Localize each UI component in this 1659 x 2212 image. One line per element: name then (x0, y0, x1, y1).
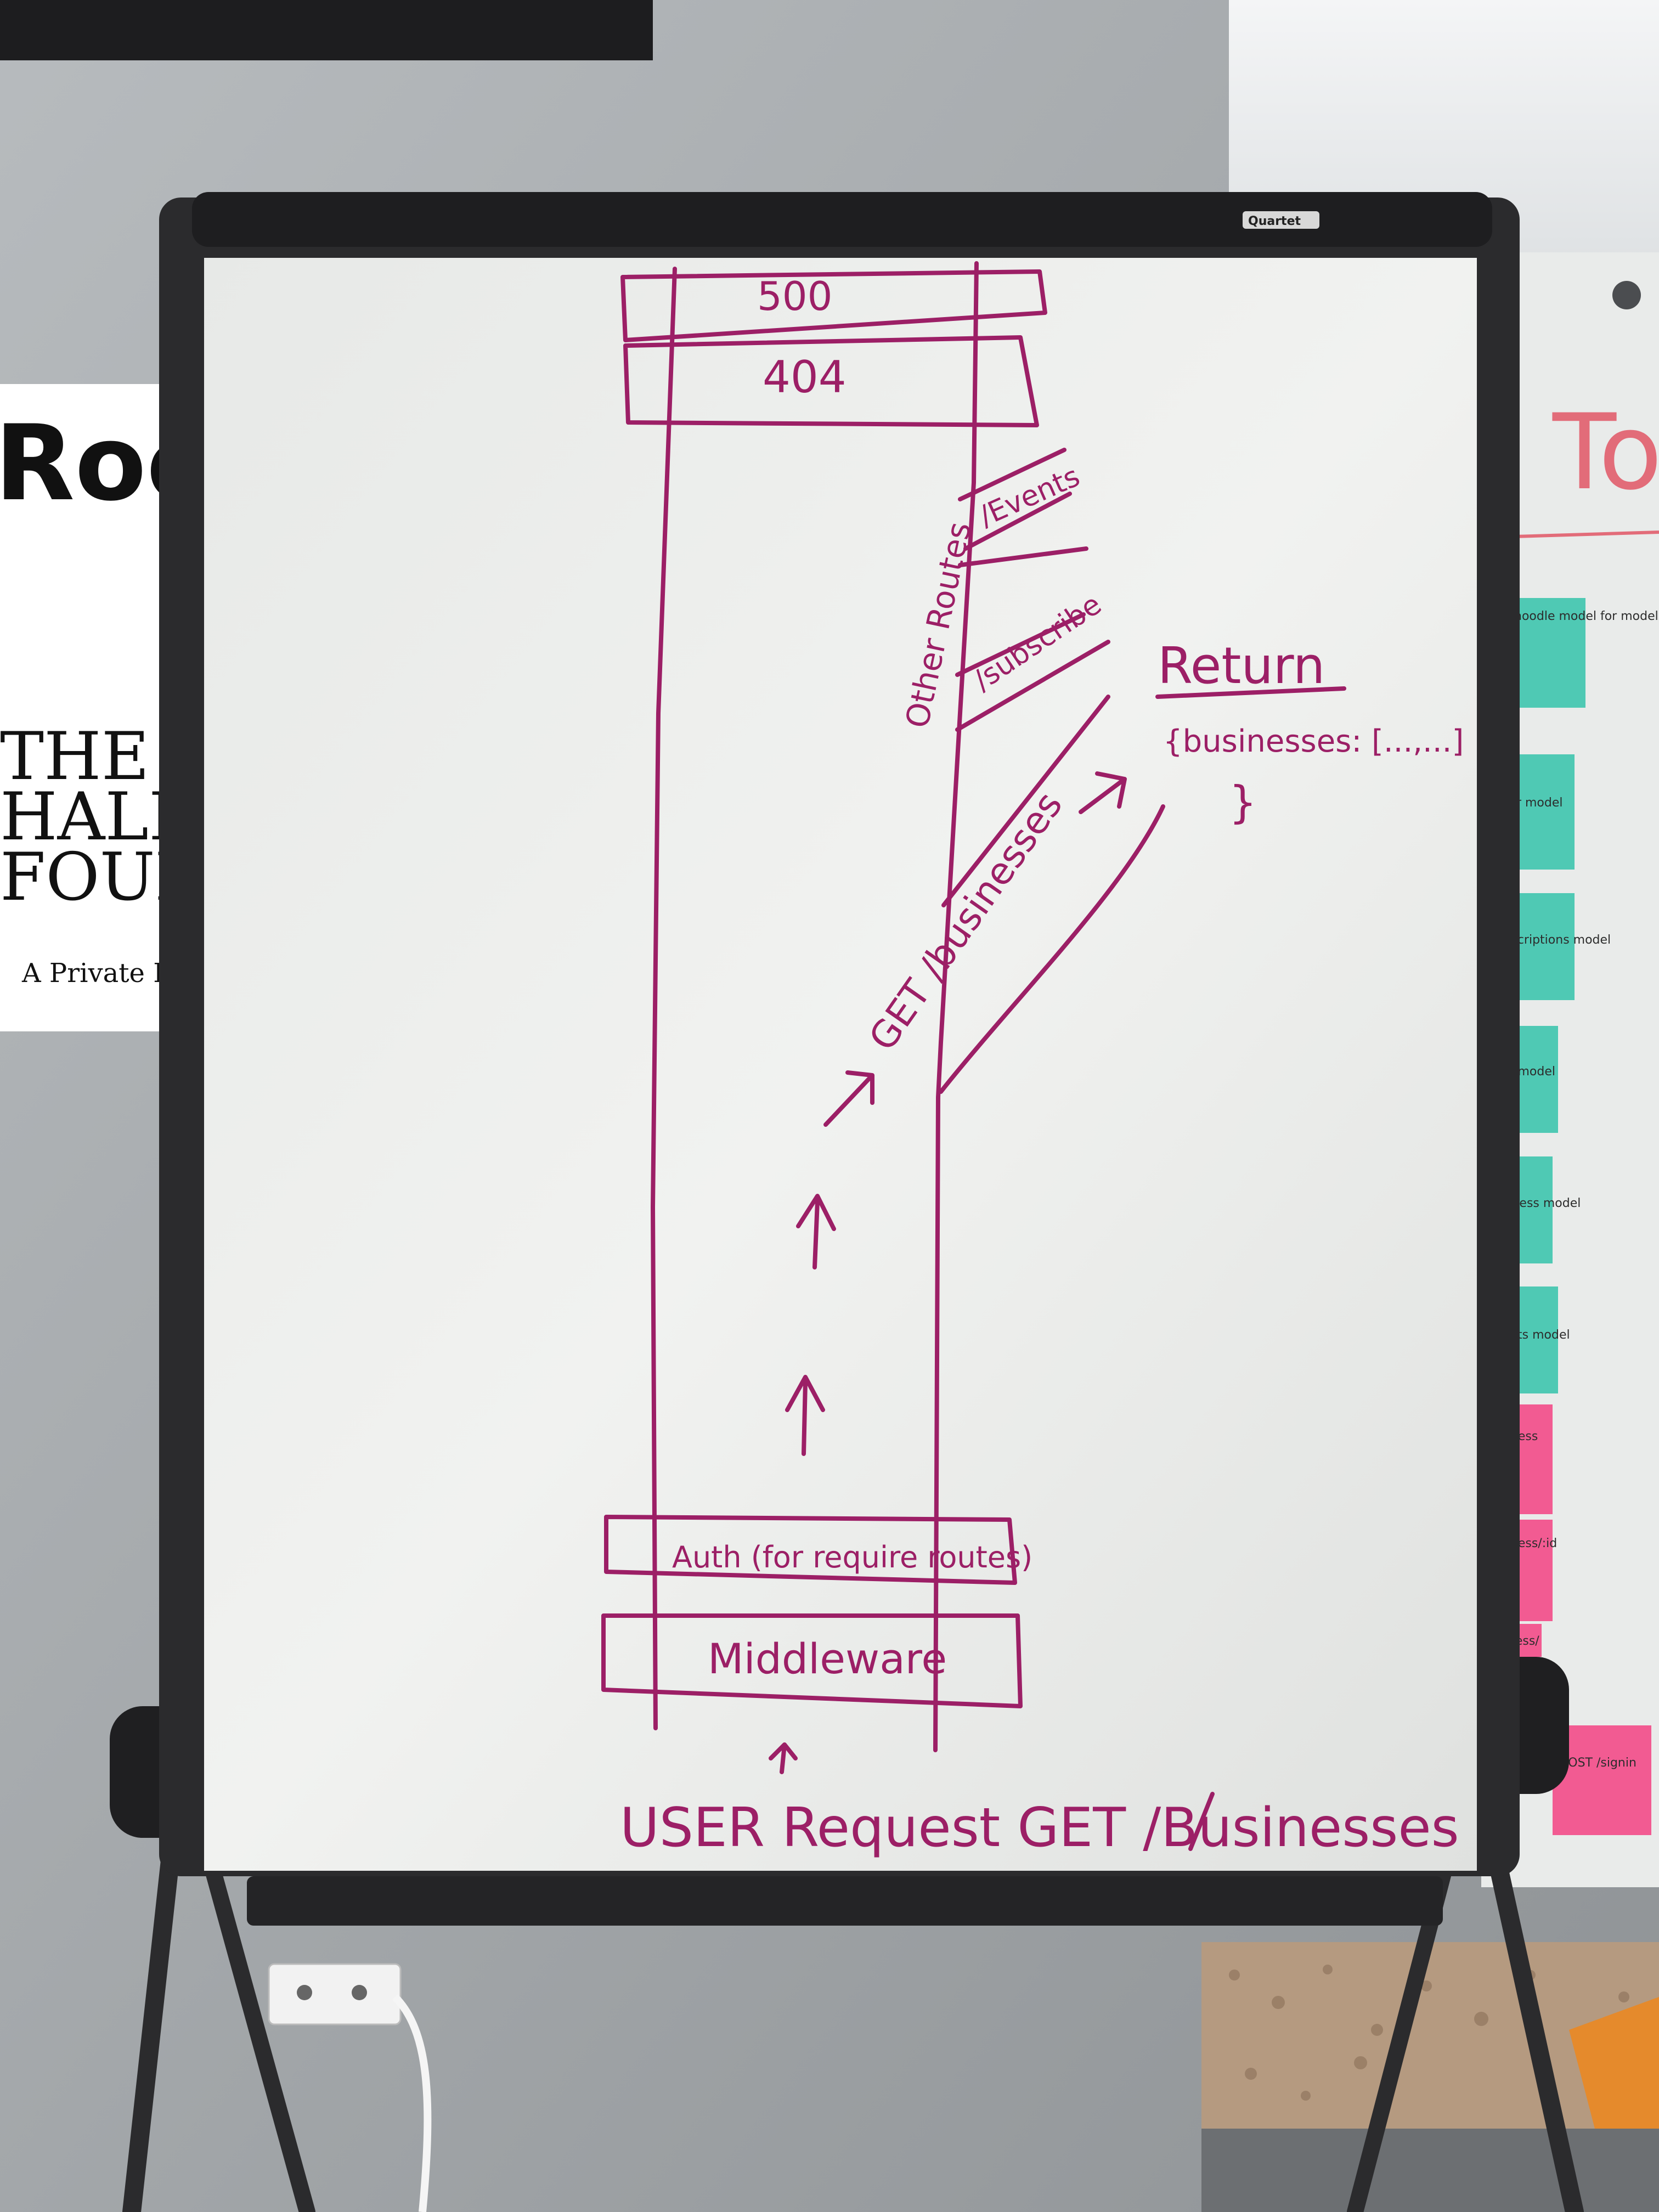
error-500-label: 500 (757, 273, 832, 319)
whiteboard-top-bar (192, 192, 1492, 247)
return-body-line-1: {businesses: [...,...] (1163, 724, 1464, 759)
marker-drawing (601, 261, 1346, 1851)
floor-shadow (1201, 2129, 1659, 2212)
power-cable (392, 1994, 432, 2212)
poster-line-1: THE (0, 719, 149, 795)
arrow-up-small (769, 1742, 798, 1774)
right-flow-line (933, 261, 979, 1752)
whiteboard-surface (204, 258, 1477, 1871)
right-board-pin (1612, 281, 1641, 309)
return-body-line-2: } (1229, 777, 1257, 828)
top-left-sign (0, 0, 653, 60)
poster (0, 384, 181, 1031)
route-band-subscribe (955, 546, 1088, 677)
arrow-to-return (1079, 771, 1127, 814)
sticky-note-text: POST /signin (1561, 1756, 1637, 1770)
middleware-box (601, 1613, 1023, 1708)
route-band-businesses (941, 640, 1110, 907)
route-band-events (958, 448, 1072, 551)
outlet-socket (297, 1985, 312, 2000)
box-404 (623, 335, 1039, 427)
route-return-line (939, 804, 1165, 1094)
right-board-heading: To (1552, 392, 1659, 513)
brand-label: Quartet (1248, 215, 1301, 228)
wall-outlet (268, 1963, 402, 2025)
auth-box-label: Auth (for require routes) (672, 1540, 1032, 1575)
easel-legs (122, 1779, 1584, 2212)
sticky-note-text: noodle model for models (1514, 610, 1659, 623)
marker-tray (247, 1876, 1443, 1926)
error-404-label: 404 (763, 352, 847, 403)
outlet-socket (352, 1985, 367, 2000)
arrow-up-right (823, 1070, 874, 1127)
arrow-up (796, 1194, 836, 1269)
return-underline (1155, 686, 1346, 699)
arrow-up (785, 1375, 825, 1456)
brand-plate (1243, 211, 1319, 229)
right-board-underline (1514, 531, 1659, 538)
return-label: Return (1158, 636, 1325, 695)
box-500 (620, 269, 1047, 342)
user-request-label: USER Request GET /Businesses (620, 1797, 1459, 1859)
orange-object (1569, 1997, 1659, 2156)
slash-mark (1188, 1792, 1215, 1851)
left-flow-line (651, 267, 677, 1730)
auth-box (604, 1515, 1017, 1585)
middleware-label: Middleware (708, 1634, 947, 1683)
